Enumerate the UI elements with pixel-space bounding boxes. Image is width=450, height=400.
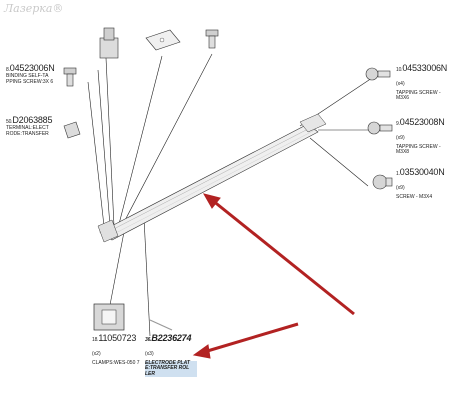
part-label-18: 18.11050723 (x2) CLAMPS:WES-050 7 <box>92 333 140 367</box>
screw-right-3 <box>372 174 393 190</box>
screw-right-1 <box>365 67 391 81</box>
electrode-plate-small <box>149 319 173 331</box>
part-label-1: 1.03530040N (x9) SCREW - M3X4 <box>396 167 445 201</box>
plate-top-part <box>145 29 181 51</box>
screw-top-part <box>205 29 219 49</box>
clamp-bottom-part <box>93 303 125 331</box>
screw-left-part <box>63 67 77 87</box>
part-label-9: 9.04523008N (x9) TAPPING SCREW - M3X8 <box>396 117 445 156</box>
watermark: Лазерка® <box>4 2 64 15</box>
part-label-50: 50.D2063885 TERMINAL:ELECT RODE:TRANSFER <box>6 115 53 137</box>
screw-right-2 <box>367 121 393 135</box>
terminal-left-part <box>63 121 81 139</box>
part-label-36: 36.B2236274 (x3) ELECTRODE PLAT E:TRANSF… <box>145 333 197 377</box>
part-label-8: 8.04523006N BINDING SELF-TA PPING SCREW:… <box>6 63 55 85</box>
part-label-10: 10.04533006N (x4) TAPPING SCREW - M3X6 <box>396 63 448 102</box>
leader-lines <box>87 53 373 337</box>
clamp-top-part <box>99 27 119 59</box>
transfer-electrode-rail <box>97 113 327 243</box>
red-arrows <box>192 193 355 359</box>
